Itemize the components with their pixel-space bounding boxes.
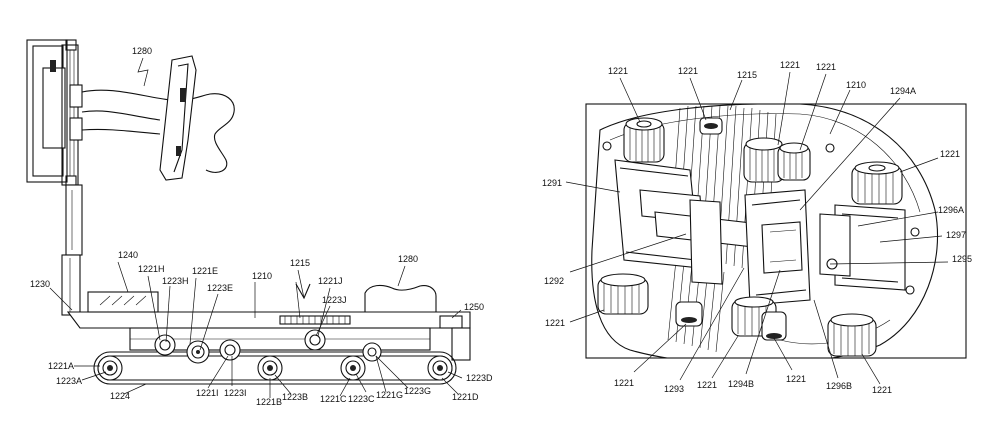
sprocket-top-left xyxy=(623,117,665,163)
wheel-1221A xyxy=(97,355,123,381)
label-1221B: 1221B xyxy=(256,397,282,407)
label-1223C: 1223C xyxy=(348,394,375,404)
label-1221-r10: 1221 xyxy=(872,385,892,395)
label-1223A: 1223A xyxy=(56,376,82,386)
label-1221A: 1221A xyxy=(48,361,74,371)
label-1221-r9: 1221 xyxy=(786,374,806,384)
label-1296A: 1296A xyxy=(938,205,964,215)
label-1223D: 1223D xyxy=(466,373,493,383)
sprocket-bottom-right xyxy=(827,313,877,357)
label-1223J: 1223J xyxy=(322,295,347,305)
small-roller-bottom-2 xyxy=(761,311,787,341)
label-1210-right: 1210 xyxy=(846,80,866,90)
label-1250: 1250 xyxy=(464,302,484,312)
label-1296B: 1296B xyxy=(826,381,852,391)
wheel-1221D xyxy=(427,355,453,381)
bottom-perspective-view: 1221 1221 1215 1221 1221 1210 1294A 1221… xyxy=(542,60,972,395)
sprocket-top-center-2 xyxy=(777,142,811,181)
label-1280-upper: 1280 xyxy=(132,46,152,56)
label-1297: 1297 xyxy=(946,230,966,240)
label-1221C: 1221C xyxy=(320,394,347,404)
label-1221-r2: 1221 xyxy=(678,66,698,76)
wheel-1221J xyxy=(304,329,326,351)
arrow-1215 xyxy=(295,283,311,300)
wheel-1221I xyxy=(219,339,241,361)
label-1240: 1240 xyxy=(118,250,138,260)
label-1215-right: 1215 xyxy=(737,70,757,80)
label-1221-r3: 1221 xyxy=(780,60,800,70)
label-1221-r1: 1221 xyxy=(608,66,628,76)
label-1223B: 1223B xyxy=(282,392,308,402)
cable xyxy=(81,89,235,173)
display-unit xyxy=(26,39,83,187)
wheel-1221B xyxy=(257,355,283,381)
label-1293: 1293 xyxy=(664,384,684,394)
label-1215-left: 1215 xyxy=(290,258,310,268)
label-1221E: 1221E xyxy=(192,266,218,276)
label-1292: 1292 xyxy=(544,276,564,286)
sprocket-bottom-left xyxy=(597,273,649,315)
left-labels: 1280 1240 1221H 1223H 1221E 1223E 1210 1… xyxy=(30,46,493,407)
label-1221G: 1221G xyxy=(376,390,403,400)
label-1294B: 1294B xyxy=(728,379,754,389)
label-1295: 1295 xyxy=(952,254,972,264)
label-1280-lower: 1280 xyxy=(398,254,418,264)
label-1221-r8: 1221 xyxy=(697,380,717,390)
chassis xyxy=(66,284,471,361)
right-labels: 1221 1221 1215 1221 1221 1210 1294A 1221… xyxy=(542,60,972,395)
right-leader-lines xyxy=(565,71,949,385)
left-leader-lines xyxy=(49,57,463,398)
sprocket-top-center xyxy=(743,137,785,183)
label-1221H: 1221H xyxy=(138,264,165,274)
small-roller-1215 xyxy=(699,117,723,135)
label-1223I: 1223I xyxy=(224,388,247,398)
label-1223H: 1223H xyxy=(162,276,189,286)
wheel-1221H xyxy=(154,334,176,356)
label-1221D: 1221D xyxy=(452,392,479,402)
label-1221I: 1221I xyxy=(196,388,219,398)
side-elevation-view: 1280 1240 1221H 1223H 1221E 1223E 1210 1… xyxy=(26,39,493,407)
label-1221-r7: 1221 xyxy=(614,378,634,388)
label-1221-r5: 1221 xyxy=(940,149,960,159)
label-1221-r6: 1221 xyxy=(545,318,565,328)
wheel-1221E xyxy=(186,340,210,364)
label-1223E: 1223E xyxy=(207,283,233,293)
label-1230: 1230 xyxy=(30,279,50,289)
label-1210-left: 1210 xyxy=(252,271,272,281)
label-1224: 1224 xyxy=(110,391,130,401)
label-1221-r4: 1221 xyxy=(816,62,836,72)
label-1223G: 1223G xyxy=(404,386,431,396)
sprocket-top-right xyxy=(851,161,903,205)
label-1221J: 1221J xyxy=(318,276,343,286)
label-1291: 1291 xyxy=(542,178,562,188)
wheel-1221C xyxy=(340,355,366,381)
small-roller-bottom xyxy=(675,301,703,327)
label-1294A: 1294A xyxy=(890,86,916,96)
mast xyxy=(61,184,83,316)
belt-clip xyxy=(159,55,197,181)
